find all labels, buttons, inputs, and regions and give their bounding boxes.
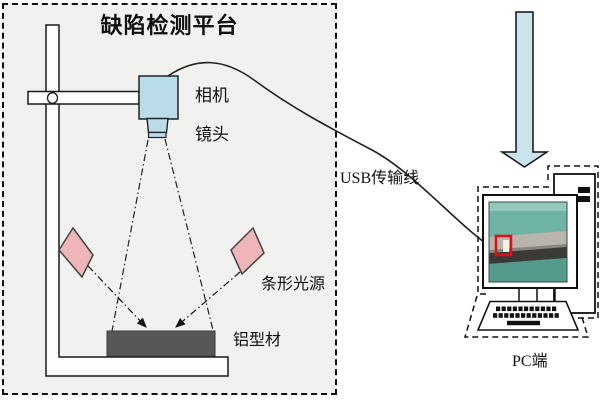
keyboard-dashed-outline <box>463 295 590 338</box>
monitor-screen-image <box>489 202 567 282</box>
light-beam-left <box>87 265 147 328</box>
down-arrow <box>499 11 550 168</box>
usb-cable <box>167 61 495 250</box>
camera-fov-line-right <box>164 138 214 331</box>
aluminum-profile <box>106 330 216 357</box>
camera-body <box>138 75 179 120</box>
camera-lens <box>146 117 169 134</box>
camera-fov-line-left <box>111 139 149 332</box>
pc-label: PC端 <box>512 353 548 370</box>
stand-arm <box>27 90 140 105</box>
aluminum-profile-label: 铝型材 <box>233 332 282 349</box>
platform-title: 缺陷检测平台 <box>100 13 239 38</box>
light-source-left <box>58 226 94 279</box>
usb-cable-label: USB传输线 <box>340 170 420 187</box>
light-beam-right <box>175 271 241 328</box>
tower-drive-slot-top <box>578 187 590 193</box>
monitor-screen-border <box>488 201 568 283</box>
lens-label: 镜头 <box>195 125 229 144</box>
keyboard-keys <box>493 306 559 318</box>
light-source-right <box>230 226 265 276</box>
tower-dashed-outline <box>547 165 599 319</box>
stand-pivot <box>46 92 59 104</box>
keyboard-spacebar <box>507 320 540 326</box>
defect-highlight <box>503 240 509 252</box>
defect-marker-box <box>494 234 513 257</box>
camera-lens-rim <box>147 131 167 139</box>
stand-frame <box>45 24 229 377</box>
tower-drive-slot-bottom <box>578 196 590 202</box>
camera-label: 相机 <box>195 86 229 105</box>
light-source-label: 条形光源 <box>261 276 326 293</box>
monitor-dashed-outline <box>477 186 553 295</box>
